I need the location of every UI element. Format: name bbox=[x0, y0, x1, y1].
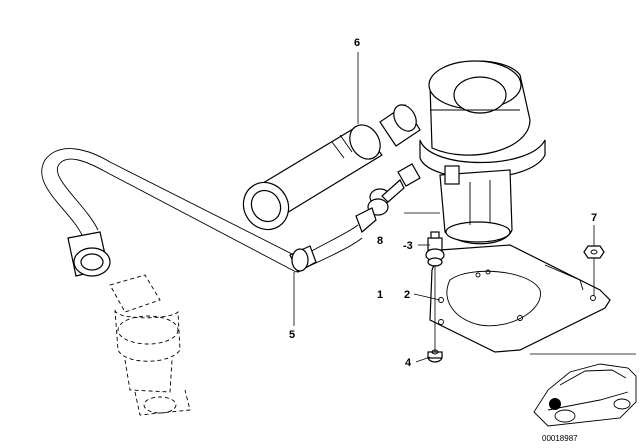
reference-number: 00018987 bbox=[542, 434, 578, 443]
bracket-part-2 bbox=[429, 244, 611, 353]
hose-clamp-small bbox=[367, 163, 421, 216]
callout-7: 7 bbox=[591, 212, 597, 224]
callout-1: 1 bbox=[377, 289, 383, 301]
hose-part-5 bbox=[41, 148, 377, 277]
callout-5: 5 bbox=[289, 329, 295, 341]
air-pump-part-1 bbox=[419, 60, 546, 245]
callout-4: 4 bbox=[405, 357, 412, 369]
callout-2: 2 bbox=[404, 289, 410, 301]
air-hose-part-6 bbox=[242, 104, 421, 231]
nut-part-7 bbox=[583, 245, 605, 259]
callout-6: 6 bbox=[354, 37, 360, 49]
part-location-marker bbox=[549, 398, 561, 410]
callout-3: -3 bbox=[403, 240, 413, 252]
rubber-mount-part-3 bbox=[425, 231, 445, 267]
vehicle-locator-thumbnail bbox=[530, 353, 637, 427]
callout-8: 8 bbox=[377, 235, 383, 247]
check-valve-ghosted bbox=[109, 274, 191, 416]
leader-lines bbox=[293, 52, 595, 363]
